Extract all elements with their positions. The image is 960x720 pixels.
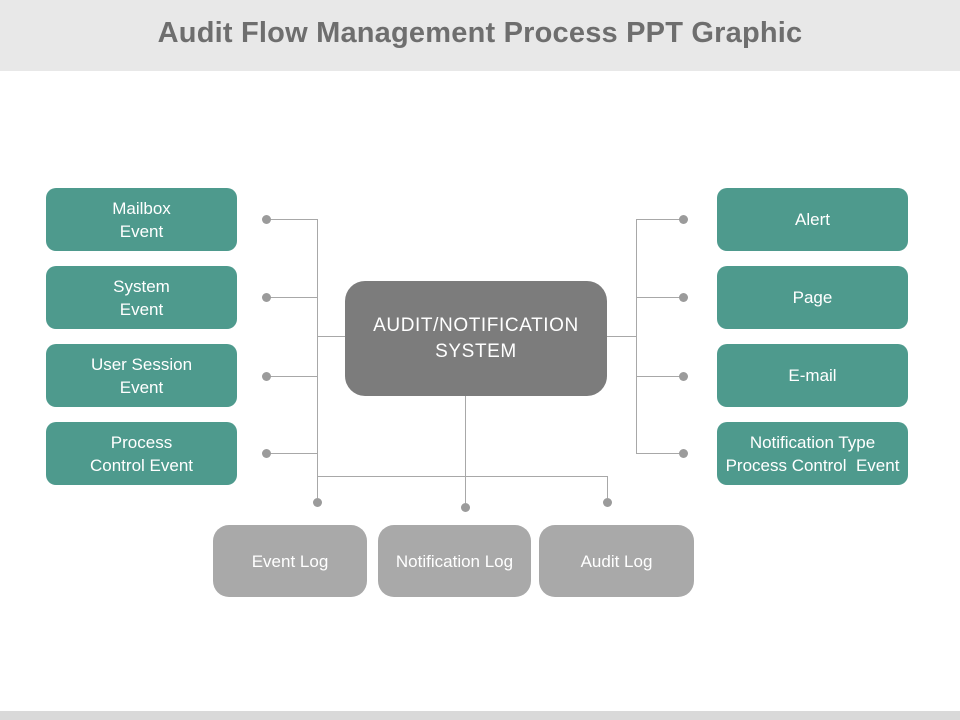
node-label: Mailbox <box>112 198 171 218</box>
node-user-session-event: User Session Event <box>46 344 237 407</box>
connector-dot <box>261 448 271 458</box>
node-label: AUDIT/NOTIFICATION <box>373 314 579 336</box>
node-label: Notification Log <box>395 551 514 571</box>
node-mailbox-event: Mailbox Event <box>46 188 237 251</box>
connector-line-right-stub-3 <box>637 376 683 377</box>
connector-line-right-stub-2 <box>637 297 683 298</box>
node-notification-log: Notification Log <box>378 525 531 597</box>
node-label: System <box>113 276 170 296</box>
connector-dot <box>678 448 688 458</box>
connector-dot <box>678 292 688 302</box>
connector-dot <box>678 214 688 224</box>
connector-line-bottom-right-drop <box>607 476 608 498</box>
node-alert: Alert <box>717 188 908 251</box>
node-label: Event <box>119 299 164 319</box>
node-label: Process Control Event <box>725 455 900 475</box>
connector-line-left-stub-2 <box>270 297 317 298</box>
node-audit-notification-system: AUDIT/NOTIFICATION SYSTEM <box>345 281 607 396</box>
connector-line-left-vertical <box>317 219 318 498</box>
connector-dot <box>678 371 688 381</box>
header-band <box>0 0 960 71</box>
node-label: Event <box>119 221 164 241</box>
node-label: Alert <box>795 210 830 229</box>
node-label: Process <box>110 432 173 452</box>
connector-dot <box>261 371 271 381</box>
connector-dot <box>312 497 322 507</box>
connector-line-right-to-center <box>607 336 637 337</box>
node-label: Page <box>792 288 833 307</box>
node-label: Control Event <box>90 455 193 475</box>
connector-line-left-stub-3 <box>270 376 317 377</box>
node-label: Audit Log <box>580 551 653 571</box>
connector-line-right-stub-1 <box>637 219 683 220</box>
node-label: User Session <box>90 354 193 374</box>
node-process-control-event: Process Control Event <box>46 422 237 485</box>
node-label: Event Log <box>251 551 329 571</box>
node-label: SYSTEM <box>435 340 517 362</box>
connector-line-left-stub-1 <box>270 219 317 220</box>
connector-dot <box>460 502 470 512</box>
slide-title: Audit Flow Management Process PPT Graphi… <box>157 17 803 49</box>
connector-dot <box>261 292 271 302</box>
node-event-log: Event Log <box>213 525 367 597</box>
node-label: E-mail <box>788 366 837 385</box>
node-audit-log: Audit Log <box>539 525 694 597</box>
node-label: Notification Type <box>749 432 876 452</box>
connector-dot <box>261 214 271 224</box>
node-notification-type: Notification Type Process Control Event <box>717 422 908 485</box>
node-email: E-mail <box>717 344 908 407</box>
footer-band <box>0 711 960 720</box>
node-label: Event <box>119 377 164 397</box>
connector-line-right-stub-4 <box>637 453 683 454</box>
connector-dot <box>602 497 612 507</box>
connector-line-left-to-center <box>317 336 345 337</box>
node-page: Page <box>717 266 908 329</box>
connector-line-bottom-horizontal <box>317 476 608 477</box>
connector-line-center-drop <box>465 396 466 503</box>
node-system-event: System Event <box>46 266 237 329</box>
connector-line-left-stub-4 <box>270 453 317 454</box>
